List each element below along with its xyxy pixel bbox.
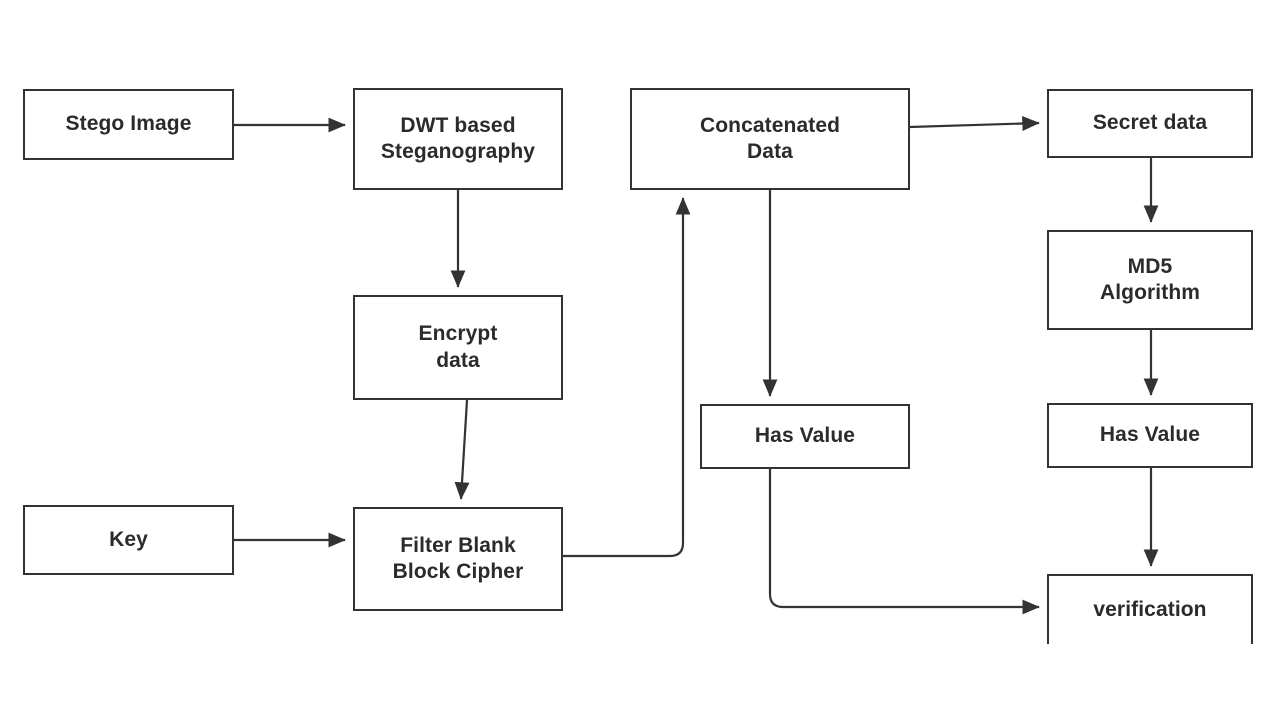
node-label-has-value-right: Has Value — [1099, 423, 1201, 447]
edge-concatenated-to-secret — [909, 116, 1040, 131]
node-dwt-based-steganography[interactable]: DWT based Steganography — [353, 88, 563, 190]
node-label-verification: verification — [1093, 597, 1207, 621]
node-label-md5-algorithm: MD5 Algorithm — [1099, 254, 1201, 304]
node-label-filter-blank-block-cipher: Filter Blank Block Cipher — [392, 533, 524, 583]
node-label-stego-image: Stego Image — [65, 112, 192, 136]
node-label-secret-data: Secret data — [1092, 111, 1208, 135]
node-has-value-middle[interactable]: Has Value — [700, 404, 910, 469]
node-has-value-right[interactable]: Has Value — [1047, 403, 1253, 468]
node-label-concatenated-data: Concatenated Data — [699, 113, 841, 163]
edge-hasvalue-middle-to-verification — [768, 469, 1040, 615]
edge-filter-to-concatenated — [563, 197, 691, 558]
node-secret-data[interactable]: Secret data — [1047, 89, 1253, 158]
node-key[interactable]: Key — [23, 505, 234, 575]
edge-encrypt-to-filter — [454, 399, 470, 500]
node-verification[interactable]: verification — [1047, 574, 1253, 644]
node-label-dwt-based-steganography: DWT based Steganography — [380, 113, 536, 163]
node-stego-image[interactable]: Stego Image — [23, 89, 234, 160]
node-md5-algorithm[interactable]: MD5 Algorithm — [1047, 230, 1253, 330]
node-concatenated-data[interactable]: Concatenated Data — [630, 88, 910, 190]
node-encrypt-data[interactable]: Encrypt data — [353, 295, 563, 400]
node-filter-blank-block-cipher[interactable]: Filter Blank Block Cipher — [353, 507, 563, 611]
node-label-key: Key — [109, 527, 148, 551]
node-label-has-value-middle: Has Value — [754, 424, 856, 448]
node-label-encrypt-data: Encrypt data — [418, 322, 498, 372]
